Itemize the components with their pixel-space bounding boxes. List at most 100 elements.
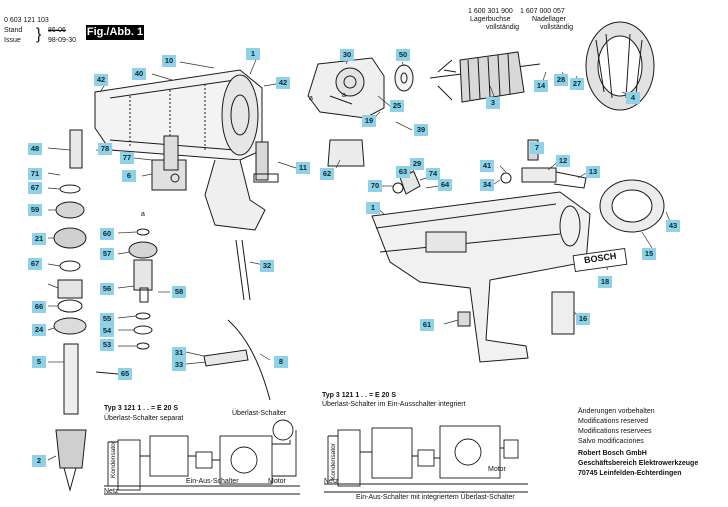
part-callout[interactable]: 67 <box>28 182 42 194</box>
part-callout[interactable]: 57 <box>100 248 114 260</box>
wiring-right-capacitor: Kondensator <box>330 443 337 480</box>
part-callout[interactable]: 59 <box>28 204 42 216</box>
part-callout[interactable]: 40 <box>132 68 146 80</box>
footer-change-es: Salvo modificaciones <box>578 438 644 445</box>
part-callout[interactable]: 67 <box>28 258 42 270</box>
wiring-diagram-right-drawing <box>324 425 528 493</box>
motor-housing-drawing <box>94 69 266 231</box>
needle-bearing-text: Nadellager <box>532 16 566 23</box>
spindle-stack-drawing <box>53 129 119 492</box>
brace-glyph: } <box>36 26 42 43</box>
wiring-right-switch: Ein-Aus-Schalter mit integriertem Überla… <box>356 494 515 501</box>
issue-label: Issue <box>4 37 21 44</box>
part-callout[interactable]: 18 <box>598 276 612 288</box>
drawing-part-number: 0 603 121 103 <box>4 17 49 24</box>
wiring-right-mains: Netz <box>324 478 339 485</box>
part-callout[interactable]: 64 <box>438 179 452 191</box>
part-callout[interactable]: 31 <box>172 347 186 359</box>
wiring-right-motor: Motor <box>488 466 506 473</box>
part-callout[interactable]: 42 <box>276 77 290 89</box>
tool-body-drawing <box>371 191 591 363</box>
stand-label: Stand <box>4 27 23 34</box>
gear-housing-drawing <box>307 57 385 167</box>
switch-parts-drawing <box>163 135 587 335</box>
footer-change-en: Modifications reserved <box>578 418 649 425</box>
part-callout[interactable]: 10 <box>162 55 176 67</box>
part-callout[interactable]: 7 <box>530 142 544 154</box>
part-callout[interactable]: 74 <box>426 168 440 180</box>
point-letter: a <box>342 92 346 99</box>
wiring-left-type: Typ 3 121 1 . . = E 20 S <box>104 405 178 412</box>
wiring-left-capacitor: Kondensator <box>110 441 117 478</box>
part-callout[interactable]: 12 <box>556 155 570 167</box>
part-callout[interactable]: 62 <box>320 168 334 180</box>
bushing-number: 1 600 301 900 <box>468 8 513 15</box>
part-callout[interactable]: 43 <box>666 220 680 232</box>
spacer-disk-drawing <box>394 64 414 92</box>
part-callout[interactable]: 15 <box>642 248 656 260</box>
part-callout[interactable]: 4 <box>626 92 640 104</box>
footer-address: 70745 Leinfelden-Echterdingen <box>578 470 682 477</box>
part-callout[interactable]: 33 <box>172 359 186 371</box>
bushing-text: Lagerbuchse <box>470 16 511 23</box>
part-callout[interactable]: 1 <box>366 202 380 214</box>
point-letter: a <box>141 211 145 218</box>
wiring-left-subtitle: Überlast-Schalter separat <box>104 415 184 422</box>
part-callout[interactable]: 55 <box>100 313 114 325</box>
part-callout[interactable]: 58 <box>172 286 186 298</box>
part-callout[interactable]: 53 <box>100 339 114 351</box>
point-letter: a <box>309 95 313 102</box>
part-callout[interactable]: 41 <box>480 160 494 172</box>
part-callout[interactable]: 70 <box>368 180 382 192</box>
part-callout[interactable]: 50 <box>396 49 410 61</box>
part-callout[interactable]: 25 <box>390 100 404 112</box>
part-callout[interactable]: 3 <box>486 97 500 109</box>
part-callout[interactable]: 32 <box>260 260 274 272</box>
part-callout[interactable]: 1 <box>246 48 260 60</box>
part-callout[interactable]: 21 <box>32 233 46 245</box>
part-callout[interactable]: 66 <box>32 301 46 313</box>
wiring-left-mains: Netz <box>104 488 119 495</box>
footer-division: Geschäftsbereich Elektrowerkzeuge <box>578 460 699 467</box>
part-callout[interactable]: 48 <box>28 143 42 155</box>
wiring-diagram-left-drawing <box>104 419 300 495</box>
part-callout[interactable]: 29 <box>410 158 424 170</box>
part-callout[interactable]: 28 <box>554 74 568 86</box>
needle-bearing-status: vollständig <box>540 24 574 31</box>
part-callout[interactable]: 60 <box>100 228 114 240</box>
part-callout[interactable]: 78 <box>98 143 112 155</box>
part-callout[interactable]: 27 <box>570 78 584 90</box>
part-callout[interactable]: 65 <box>118 368 132 380</box>
part-callout[interactable]: 39 <box>414 124 428 136</box>
part-callout[interactable]: 14 <box>534 80 548 92</box>
part-callout[interactable]: 16 <box>576 313 590 325</box>
wiring-right-subtitle: Überlast-Schalter im Ein-Ausschalter int… <box>322 401 466 408</box>
part-callout[interactable]: 24 <box>32 324 46 336</box>
stand-value: 86-06 <box>48 27 66 34</box>
figure-label: Fig./Abb. 1 <box>86 25 144 40</box>
end-cap-drawing <box>599 179 665 233</box>
part-callout[interactable]: 11 <box>296 162 310 174</box>
wiring-left-overload: Überlast-Schalter <box>232 410 287 417</box>
part-callout[interactable]: 61 <box>420 319 434 331</box>
part-callout[interactable]: 63 <box>396 166 410 178</box>
field-coil-drawing <box>585 21 655 111</box>
wiring-right-type: Typ 3 121 1 . . = E 20 S <box>322 392 396 399</box>
part-callout[interactable]: 2 <box>32 455 46 467</box>
wiring-left-motor: Motor <box>268 478 286 485</box>
cable-drawing <box>203 239 271 401</box>
part-callout[interactable]: 19 <box>362 115 376 127</box>
needle-bearing-number: 1 607 000 057 <box>520 8 565 15</box>
part-callout[interactable]: 42 <box>94 74 108 86</box>
part-callout[interactable]: 30 <box>340 49 354 61</box>
part-callout[interactable]: 6 <box>122 170 136 182</box>
part-callout[interactable]: 56 <box>100 283 114 295</box>
part-callout[interactable]: 77 <box>120 152 134 164</box>
part-callout[interactable]: 13 <box>586 166 600 178</box>
part-callout[interactable]: 5 <box>32 356 46 368</box>
part-callout[interactable]: 34 <box>480 179 494 191</box>
part-callout[interactable]: 71 <box>28 168 42 180</box>
armature-drawing <box>429 51 541 103</box>
part-callout[interactable]: 8 <box>274 356 288 368</box>
part-callout[interactable]: 54 <box>100 325 114 337</box>
